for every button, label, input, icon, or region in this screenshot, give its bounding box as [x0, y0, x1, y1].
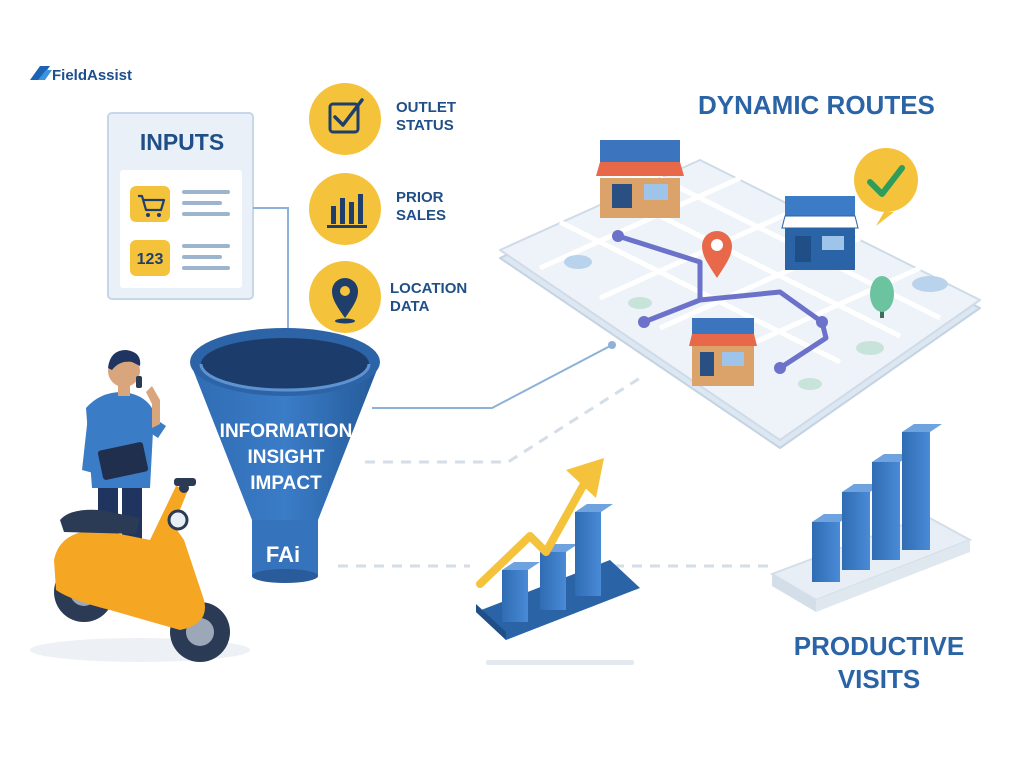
number-badge-icon: 123 [130, 240, 170, 276]
location-pin-icon [332, 278, 358, 324]
map-parks [564, 255, 948, 390]
inputs-connector [253, 207, 289, 380]
factor-prior-sales: PRIOR SALES [309, 173, 446, 245]
visits-bar [902, 424, 942, 550]
insight-funnel: INFORMATION INSIGHT IMPACT FAi [190, 328, 380, 583]
funnel-to-routes-connector [372, 344, 613, 409]
visits-bar [842, 484, 882, 570]
scooter-handlebar [174, 478, 196, 486]
productive-visits-bar-chart [769, 424, 973, 612]
map-pin-icon [702, 231, 732, 278]
factor-label-line1: OUTLET [396, 99, 456, 116]
dynamic-routes-title: DYNAMIC ROUTES [698, 90, 935, 120]
fieldassist-logo-icon [30, 66, 52, 80]
inputs-card-title: INPUTS [140, 129, 224, 155]
factor-location-data: LOCATION DATA [309, 261, 467, 333]
fai-badge: FAi [266, 542, 300, 567]
brand-logo: FieldAssist [30, 66, 132, 84]
productive-visits-line1: PRODUCTIVE [794, 631, 964, 661]
store-icon [596, 140, 684, 218]
factor-label-line1: LOCATION [390, 280, 467, 297]
factor-label-line2: STATUS [396, 117, 454, 134]
growth-bar [575, 504, 613, 596]
brand-name: FieldAssist [52, 67, 132, 84]
route-map [499, 140, 981, 449]
tablet-icon [97, 442, 149, 480]
scooter-seat [60, 509, 140, 534]
route-nodes [612, 230, 828, 374]
trend-arrow-head [566, 458, 604, 498]
factor-label-line2: SALES [396, 207, 446, 224]
trend-arrow [476, 480, 588, 588]
text-lines-decor [182, 244, 230, 270]
funnel-line-information: INFORMATION [220, 421, 353, 442]
funnel-line-impact: IMPACT [250, 473, 322, 494]
scooter-illustration [54, 478, 230, 662]
dashed-connector [365, 376, 641, 464]
check-badge-icon [854, 148, 918, 226]
factor-label-line2: DATA [390, 298, 430, 315]
text-lines-decor [182, 190, 230, 216]
growth-bar-chart [476, 458, 640, 640]
growth-bar [502, 562, 540, 622]
store-icon [781, 196, 859, 270]
inputs-card: INPUTS 123 [107, 112, 254, 300]
store-icon [689, 318, 757, 386]
scooter-headlight [167, 509, 189, 531]
chart-shadow [486, 660, 634, 665]
shopping-cart-icon [130, 186, 170, 222]
factor-outlet-status: OUTLET STATUS [309, 83, 456, 155]
funnel-line-insight: INSIGHT [247, 447, 324, 468]
tree-icon [870, 276, 894, 318]
productive-visits-line2: VISITS [838, 664, 920, 694]
number-badge-text: 123 [137, 251, 164, 268]
factor-label-line1: PRIOR [396, 189, 444, 206]
connector-node [608, 341, 616, 349]
bar-chart-icon [327, 194, 367, 228]
checkbox-icon [328, 98, 364, 134]
